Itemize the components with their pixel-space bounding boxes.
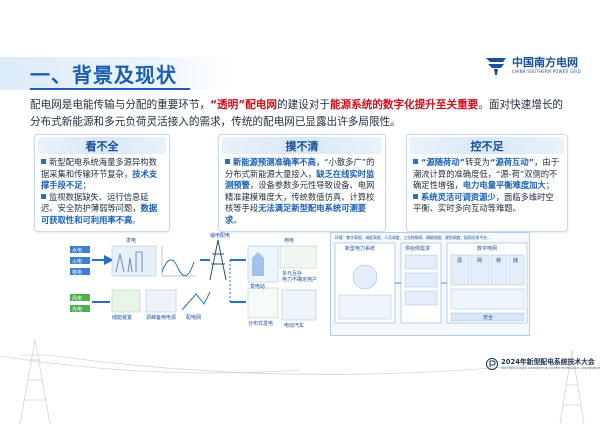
card-insufficient-control: 控不足 “源随荷动”转变为“源荷互动”，由于潮流计算的准确度低，“源-荷”双侧的…: [406, 134, 568, 232]
card-bullet: 系统灵活可调资源少，面临多维时空平衡、实时多向互动等难题。: [413, 191, 554, 214]
label-generation: 发电: [126, 238, 137, 244]
square-bullet-icon: [413, 159, 418, 164]
page-title: 一、背景及现状: [30, 63, 177, 87]
card-cannot-see: 看不全 新型配电系统海量多源异构数据采集和传输环节复杂，技术支撑手段不足； 监视…: [34, 134, 170, 232]
intro-text-1: 配电网是电能传输与分配的重要环节，: [30, 99, 211, 111]
label-substation: 变电站: [250, 284, 266, 290]
block-storage: 储: [513, 258, 519, 264]
label-new-power-system: 新型电力系统: [345, 246, 376, 252]
square-bullet-icon: [41, 193, 46, 199]
label-security: 安全: [483, 315, 494, 321]
logo-name-cn: 中国南方电网: [512, 55, 578, 69]
label-consumption: 用电: [284, 238, 295, 244]
intro-text-2: 的建设对于: [277, 99, 330, 111]
label-hydro: 水电: [72, 248, 83, 254]
intro-highlight-transparent: “透明”配电网: [210, 99, 277, 111]
block-grid: 网: [477, 258, 483, 264]
label-solar: 光电: [72, 307, 83, 313]
conference-logo-icon: [486, 358, 498, 370]
card-title: 控不足: [410, 137, 564, 154]
transmission-towers-illustration: [0, 339, 588, 424]
intro-highlight-digital: 能源系统的数字化提升至关重要: [329, 99, 479, 111]
block-load: 荷: [496, 258, 502, 264]
label-storage: 储能装置: [112, 315, 133, 321]
square-bullet-icon: [225, 159, 230, 164]
label-thermal: 火电: [72, 259, 83, 265]
card-unclear: 摸不清 新能源预测准确率不高，“小散多广”的分布式新能源大量接入，缺乏在线实时监…: [218, 134, 386, 232]
title-underline: [30, 88, 190, 90]
card-bullet: 新型配电系统海量多源异构数据采集和传输环节复杂，技术支撑手段不足；: [41, 157, 158, 191]
card-title: 摸不清: [222, 137, 382, 154]
label-supply-demand: 供给侧需求: [405, 246, 431, 252]
label-transmission: 输电: [210, 233, 221, 239]
card-bullet: 监视数据缺失、运行信息延迟、安全防护薄弱等问题，数据可获取性和可利用率不高。: [41, 191, 158, 225]
label-wind: 风电: [72, 296, 83, 302]
card-bullet: “源随荷动”转变为“源荷互动”，由于潮流计算的准确度低，“源-荷”双侧的不确定性…: [413, 157, 559, 191]
title-band: [0, 57, 232, 90]
power-flow-diagram: 水电 火电 核电 风电 光电 发电 输电 配电 用电 储能装置 调峰备用电源 配…: [70, 232, 318, 332]
csg-logo: 中国南方电网 CHINA SOUTHERN POWER GRID: [484, 53, 588, 77]
block-source: 源: [457, 258, 463, 264]
label-distribution-network: 配电网: [186, 315, 202, 321]
intro-paragraph: 配电网是电能传输与分配的重要环节，“透明”配电网的建设对于能源系统的数字化提升至…: [30, 97, 572, 131]
card-bullet: 新能源预测准确率不高，“小散多广”的分布式新能源大量接入，缺乏在线实时监测预警，…: [225, 157, 375, 225]
conference-name-cn: 2024年新型配电系统技术大会: [501, 358, 595, 366]
card-title: 看不全: [38, 137, 166, 154]
label-distributed-generation: 分布式发电: [248, 321, 274, 327]
csg-logo-icon: [486, 58, 506, 75]
label-ev: 电动汽车: [284, 323, 305, 329]
label-uncertain-user: 电力不确定用户: [282, 277, 318, 283]
label-distribution: 配电: [220, 233, 231, 239]
conference-name-en: 2024 NEW POWER DISTRIBUTION SYSTEM TECHN…: [501, 366, 600, 370]
square-bullet-icon: [41, 159, 46, 164]
digital-grid-framework-diagram: 环境：数字高频、调度高频、人员调度、工业物联网、精细调度、规划调度、配网交易平台…: [330, 232, 530, 336]
framework-top-text: 环境：数字高频、调度高频、人员调度、工业物联网、精细调度、规划调度、配网交易平台…: [335, 235, 491, 240]
label-reserve: 调峰备用电源: [146, 315, 177, 321]
label-digital-grid: 数字电网: [477, 246, 498, 252]
conference-brand: 2024年新型配电系统技术大会 2024 NEW POWER DISTRIBUT…: [486, 358, 600, 370]
intro-text-3: 。面对快速增长的分布式新能源和多元负荷灵活接入的需求，传统的配电网已显露出许多局…: [30, 99, 564, 128]
logo-name-en: CHINA SOUTHERN POWER GRID: [512, 68, 581, 74]
label-nuclear: 核电: [72, 270, 83, 276]
label-multi-complement: 多元互补: [282, 271, 303, 277]
square-bullet-icon: [413, 193, 418, 199]
